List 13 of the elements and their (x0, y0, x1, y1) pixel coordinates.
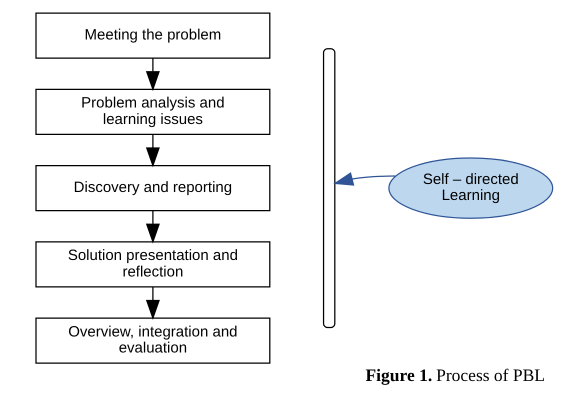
node-box: Overview, integration and evaluation (34, 318, 270, 364)
node-box: Meeting the problem (34, 12, 270, 59)
arrow (332, 172, 395, 186)
arrow (145, 58, 160, 92)
node-box: Solution presentation and reflection (34, 241, 270, 288)
caption: Figure 1. Process of PBL (364, 364, 544, 385)
node-box: Problem analysis and learning issues (34, 88, 270, 135)
node-bracket (322, 48, 335, 328)
arrow (145, 287, 160, 320)
node-box: Discovery and reporting (34, 165, 270, 212)
arrow (145, 134, 160, 168)
arrow (145, 210, 160, 244)
node-ellipse: Self – directed Learning (388, 157, 553, 219)
